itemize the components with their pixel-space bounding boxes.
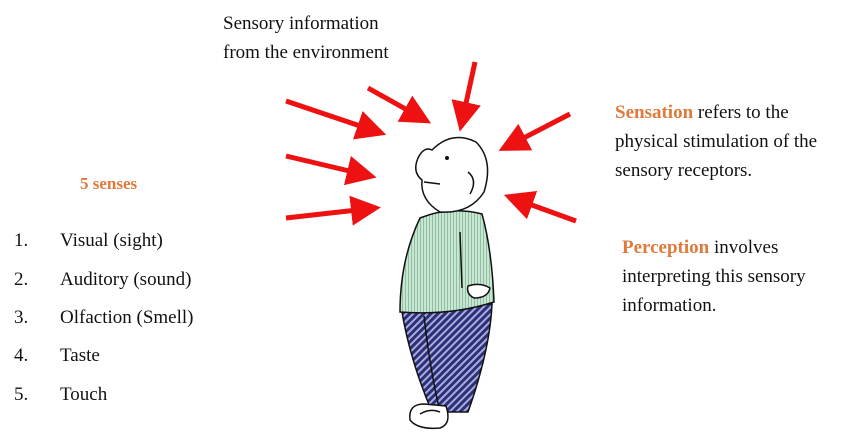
sensation-definition: Sensation refers to the physical stimula… bbox=[615, 98, 817, 185]
arrow-icon bbox=[285, 153, 377, 186]
person-figure bbox=[399, 136, 495, 430]
sense-label: Olfaction (Smell) bbox=[60, 307, 194, 328]
top-caption-line2: from the environment bbox=[223, 42, 389, 63]
sensation-line3: sensory receptors. bbox=[615, 160, 753, 181]
perception-term: Perception bbox=[622, 237, 710, 258]
arrow-icon bbox=[285, 195, 381, 226]
sense-label: Taste bbox=[60, 345, 100, 366]
sensation-line1: refers to the bbox=[693, 102, 789, 123]
sense-label: Touch bbox=[60, 384, 108, 405]
sense-number: 5. bbox=[14, 384, 29, 405]
top-caption-line1: Sensory information bbox=[223, 13, 379, 34]
perception-definition: Perception involves interpreting this se… bbox=[622, 233, 806, 320]
sensation-term: Sensation bbox=[615, 102, 694, 123]
arrow-icon bbox=[503, 191, 577, 224]
sensation-line2: physical stimulation of the bbox=[615, 131, 818, 152]
sense-number: 1. bbox=[14, 230, 29, 251]
arrow-icon bbox=[451, 61, 481, 132]
senses-title: 5 senses bbox=[80, 174, 138, 193]
perception-line3: information. bbox=[622, 295, 717, 316]
sense-label: Visual (sight) bbox=[60, 230, 163, 251]
sense-label: Auditory (sound) bbox=[60, 269, 192, 290]
top-caption: Sensory information from the environment bbox=[223, 9, 389, 67]
sense-number: 2. bbox=[14, 269, 29, 290]
sense-number: 3. bbox=[14, 307, 29, 328]
perception-line2: interpreting this sensory bbox=[622, 266, 806, 287]
arrow-icon bbox=[498, 111, 572, 151]
arrows bbox=[285, 61, 577, 226]
arrow-icon bbox=[366, 85, 432, 124]
sense-number: 4. bbox=[14, 345, 29, 366]
arrow-icon bbox=[285, 98, 387, 140]
perception-line1: involves bbox=[709, 237, 779, 258]
